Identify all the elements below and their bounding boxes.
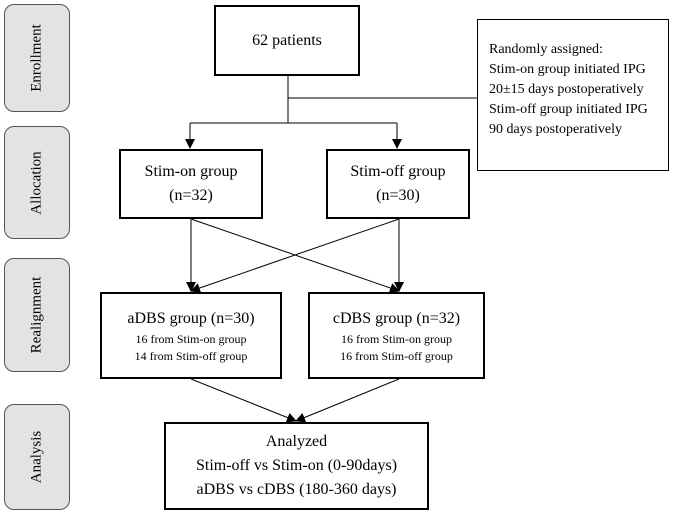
stim-on-count: (n=32) [169,187,213,204]
cdbs-box: cDBS group (n=32) 16 from Stim-on group … [308,292,485,379]
cdbs-from-on: 16 from Stim-on group [341,331,452,346]
stage-realignment: Realignment [4,258,70,372]
analyzed-box: Analyzed Stim-off vs Stim-on (0-90days) … [164,422,429,510]
note-line-2: Stim-on group initiated IPG [489,62,646,77]
stim-on-box: Stim-on group (n=32) [119,149,263,219]
note-line-4: Stim-off group initiated IPG [489,102,648,117]
randomization-note: Randomly assigned: Stim-on group initiat… [477,19,669,171]
adbs-from-on: 16 from Stim-on group [135,331,247,346]
analyzed-title: Analyzed [265,433,328,450]
stage-analysis: Analysis [4,404,70,510]
note-line-5: 90 days postoperatively [489,122,622,137]
cdbs-title: cDBS group (n=32) [332,309,461,327]
note-line-1: Randomly assigned: [489,42,603,57]
enrollment-label: 62 patients [252,31,322,49]
arrow-adbs-to-analyzed [190,378,297,423]
stim-off-count: (n=30) [376,187,420,204]
analyzed-line-2: aDBS vs cDBS (180-360 days) [196,481,397,498]
adbs-title: aDBS group (n=30) [127,309,255,327]
stim-off-title: Stim-off group [350,163,446,180]
stage-allocation: Allocation [4,126,70,239]
note-line-3: 20±15 days postoperatively [489,82,644,97]
arrow-cdbs-to-analyzed [295,378,400,423]
cdbs-from-off: 16 from Stim-off group [340,348,453,363]
analyzed-line-1: Stim-off vs Stim-on (0-90days) [195,457,398,474]
adbs-from-off: 14 from Stim-off group [134,348,248,363]
adbs-box: aDBS group (n=30) 16 from Stim-on group … [100,292,282,379]
stage-enrollment: Enrollment [4,4,70,112]
arrow-off-to-adbs [190,218,400,293]
stim-on-title: Stim-on group [144,163,238,180]
enrollment-box: 62 patients [214,5,360,76]
stim-off-box: Stim-off group (n=30) [326,149,470,219]
